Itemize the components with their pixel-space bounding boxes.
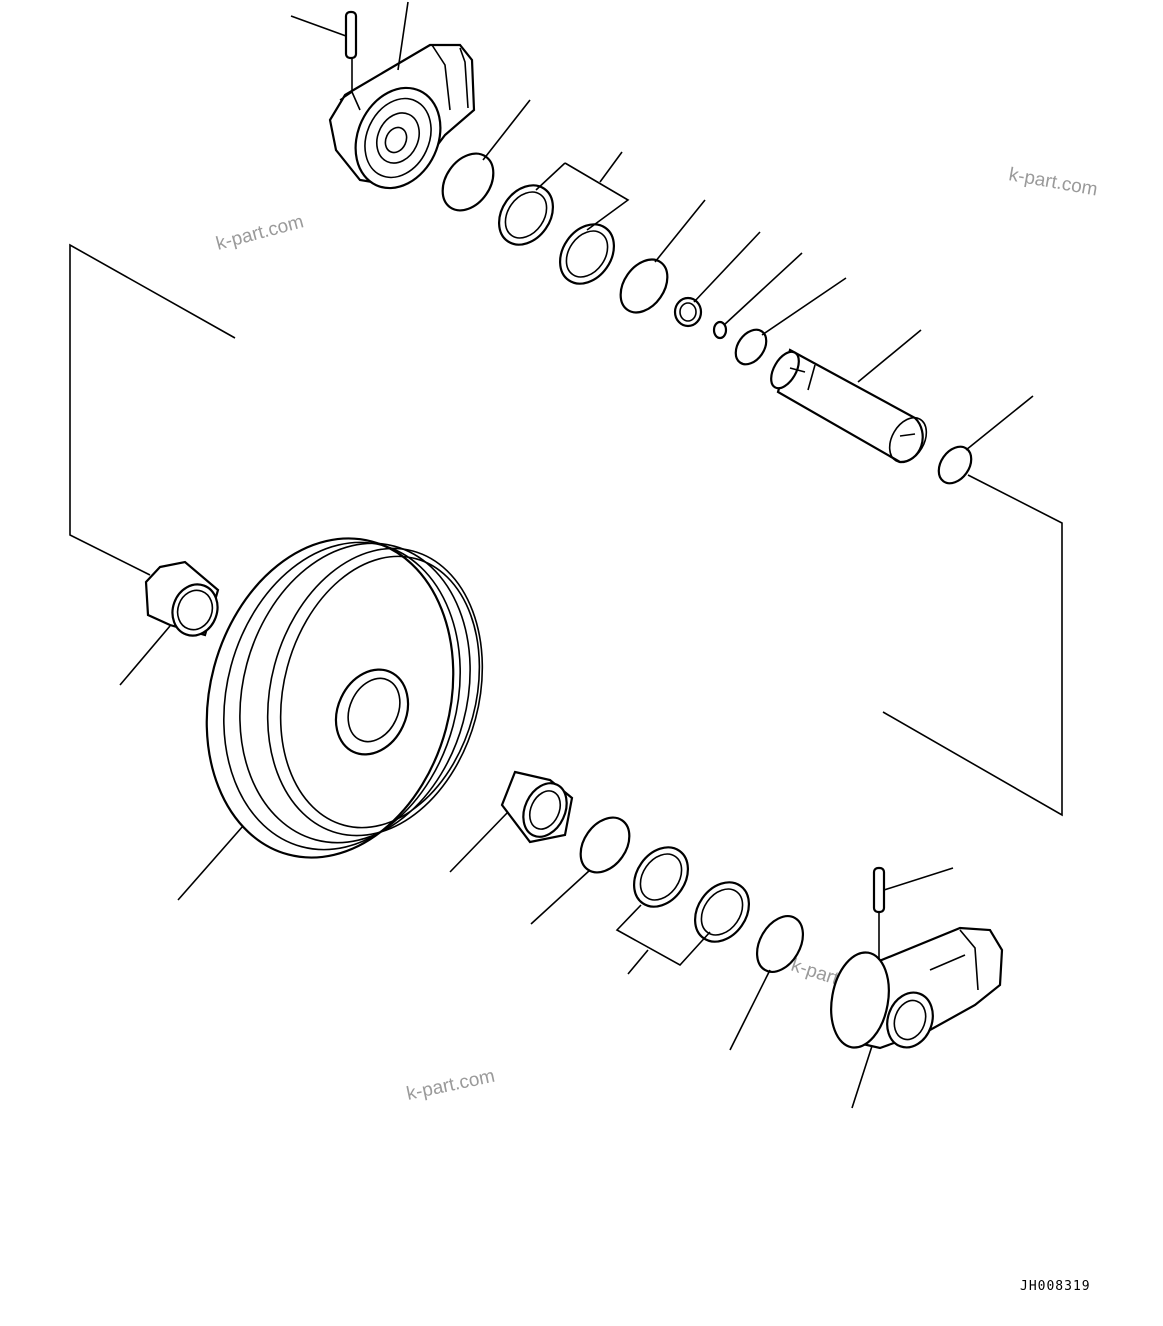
top-support-bracket <box>328 10 476 190</box>
o-ring-4 <box>937 445 973 485</box>
floating-seal-lower <box>633 846 750 943</box>
o-ring-3 <box>734 328 768 366</box>
bushing-left <box>144 560 220 637</box>
bushing-right <box>500 770 574 844</box>
leader-lines <box>119 1 1034 1109</box>
o-ring-lower <box>579 816 631 874</box>
watermark: k-part.com <box>405 1066 497 1105</box>
idler-wheel <box>205 537 484 859</box>
small-o-ring <box>712 320 728 340</box>
plug <box>673 296 703 328</box>
floating-seal-top <box>498 184 615 285</box>
watermark: k-part.com <box>1007 164 1099 200</box>
drawing-code: JH008319 <box>1020 1279 1091 1294</box>
o-ring-lower-2 <box>755 915 805 973</box>
o-ring-top <box>441 152 495 212</box>
watermark: k-part.com <box>214 211 306 255</box>
assembly-bracket-lines <box>69 243 1063 817</box>
shaft <box>770 348 928 464</box>
bottom-support-bracket <box>830 866 1004 1050</box>
o-ring-2 <box>619 258 669 314</box>
